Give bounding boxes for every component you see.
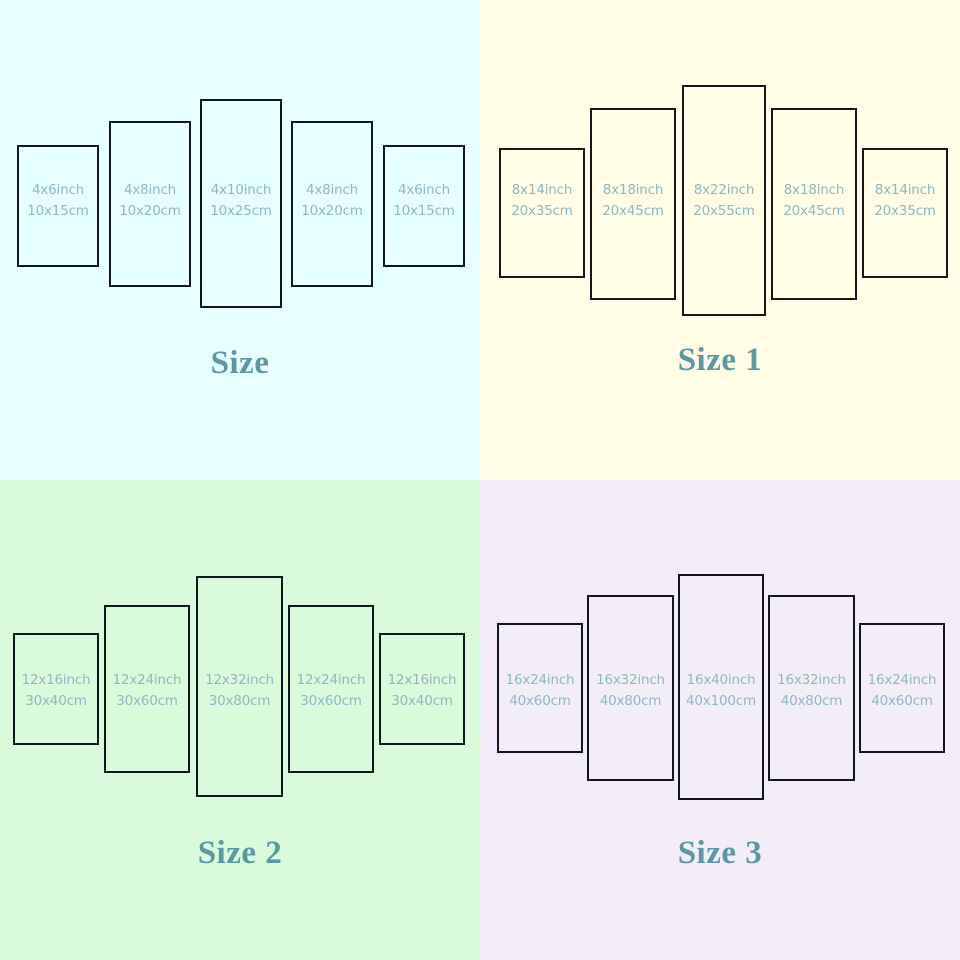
panel-label-cm: 30x40cm xyxy=(391,692,453,709)
panel-label-size-2-3: 12x32inch 30x80cm xyxy=(196,670,283,712)
quadrant-title-size: Size xyxy=(210,345,270,381)
panel-label-inch: 12x16inch xyxy=(387,672,457,688)
panel-label-inch: 4x8inch xyxy=(305,182,359,198)
panel-label-size-1-1: 8x14inch 20x35cm xyxy=(499,180,585,222)
panel-label-size-3-2: 16x32inch 40x80cm xyxy=(587,670,674,712)
panel-label-size-3-4: 16x32inch 40x80cm xyxy=(768,670,855,712)
panel-label-inch: 8x22inch xyxy=(693,182,755,198)
panel-size-5 xyxy=(383,145,465,267)
panel-size-2-2 xyxy=(104,605,190,773)
quadrant-title-size-1: Size 1 xyxy=(677,342,763,378)
panel-size-3-2 xyxy=(587,595,674,781)
panel-label-inch: 8x14inch xyxy=(874,182,936,198)
panel-size-3-1 xyxy=(497,623,583,753)
quadrant-title-size-3: Size 3 xyxy=(677,835,763,871)
panel-size-2-4 xyxy=(288,605,374,773)
panel-label-size-2: 4x8inch 10x20cm xyxy=(109,180,191,222)
panel-label-cm: 30x80cm xyxy=(208,692,271,709)
panel-label-cm: 20x35cm xyxy=(874,202,936,219)
panel-label-cm: 30x60cm xyxy=(116,692,178,709)
panel-size-3-5 xyxy=(859,623,945,753)
panel-label-inch: 16x24inch xyxy=(505,672,575,688)
panel-label-inch: 8x14inch xyxy=(511,182,573,198)
panel-size-4 xyxy=(291,121,373,287)
panel-label-size-4: 4x8inch 10x20cm xyxy=(291,180,373,222)
panel-size-3-3 xyxy=(678,574,764,800)
panel-label-cm: 30x40cm xyxy=(25,692,87,709)
panel-label-cm: 20x55cm xyxy=(693,202,755,219)
panel-label-cm: 10x25cm xyxy=(210,202,272,219)
panel-size-2 xyxy=(109,121,191,287)
panel-size-2-3 xyxy=(196,576,283,797)
panel-size-1-3 xyxy=(682,85,766,316)
panel-label-cm: 10x15cm xyxy=(27,202,89,219)
panel-label-size-1-2: 8x18inch 20x45cm xyxy=(590,180,676,222)
panel-label-size-2-1: 12x16inch 30x40cm xyxy=(13,670,99,712)
panel-label-cm: 20x45cm xyxy=(602,202,664,219)
panel-label-inch: 4x10inch xyxy=(210,182,272,198)
panel-label-inch: 16x32inch xyxy=(596,672,665,688)
panel-label-cm: 40x60cm xyxy=(509,692,571,709)
quadrant-title-size-2: Size 2 xyxy=(197,835,283,871)
panel-label-inch: 16x40inch xyxy=(686,672,756,688)
panel-size-1 xyxy=(17,145,99,267)
panel-label-inch: 12x16inch xyxy=(21,672,91,688)
quadrant-size-3: 16x24inch 40x60cm 16x32inch 40x80cm 16x40inc… xyxy=(480,480,960,960)
panel-label-inch: 12x24inch xyxy=(296,672,366,688)
panel-label-inch: 4x6inch xyxy=(31,182,85,198)
panel-label-size-1: 4x6inch 10x15cm xyxy=(17,180,99,222)
panel-label-inch: 12x32inch xyxy=(205,672,274,688)
panel-label-cm: 40x60cm xyxy=(871,692,933,709)
panel-size-2-1 xyxy=(13,633,99,745)
panel-size-1-4 xyxy=(771,108,857,300)
panel-label-cm: 20x45cm xyxy=(783,202,845,219)
panel-label-inch: 8x18inch xyxy=(783,182,845,198)
panel-label-size-2-4: 12x24inch 30x60cm xyxy=(288,670,374,712)
panel-label-size-5: 4x6inch 10x15cm xyxy=(383,180,465,222)
panel-size-1-2 xyxy=(590,108,676,300)
panel-label-cm: 40x80cm xyxy=(599,692,662,709)
panel-label-inch: 16x32inch xyxy=(777,672,846,688)
panel-label-inch: 8x18inch xyxy=(602,182,664,198)
panel-label-size-1-4: 8x18inch 20x45cm xyxy=(771,180,857,222)
panel-label-size-3-5: 16x24inch 40x60cm xyxy=(859,670,945,712)
panel-label-cm: 10x15cm xyxy=(393,202,455,219)
panel-label-size-1-5: 8x14inch 20x35cm xyxy=(862,180,948,222)
panel-label-inch: 16x24inch xyxy=(867,672,937,688)
panel-label-cm: 20x35cm xyxy=(511,202,573,219)
panel-label-inch: 4x8inch xyxy=(123,182,177,198)
quadrant-size: 4x6inch 10x15cm 4x8inch 10x20cm 4x10inch 10x2… xyxy=(0,0,480,480)
panel-label-cm: 30x60cm xyxy=(300,692,362,709)
panel-label-inch: 4x6inch xyxy=(397,182,451,198)
panel-size-1-5 xyxy=(862,148,948,278)
quadrant-size-1: 8x14inch 20x35cm 8x18inch 20x45cm 8x22inch 20… xyxy=(480,0,960,480)
panel-size-1-1 xyxy=(499,148,585,278)
panel-label-cm: 40x80cm xyxy=(780,692,843,709)
panel-label-cm: 10x20cm xyxy=(301,202,363,219)
panel-label-size-2-2: 12x24inch 30x60cm xyxy=(104,670,190,712)
panel-label-cm: 40x100cm xyxy=(686,692,756,709)
panel-label-inch: 12x24inch xyxy=(112,672,182,688)
panel-label-size-3: 4x10inch 10x25cm xyxy=(200,180,282,222)
panel-size-2-5 xyxy=(379,633,465,745)
panel-size-3-4 xyxy=(768,595,855,781)
panel-size-3 xyxy=(200,99,282,308)
panel-label-cm: 10x20cm xyxy=(119,202,181,219)
panel-label-size-2-5: 12x16inch 30x40cm xyxy=(379,670,465,712)
panel-label-size-1-3: 8x22inch 20x55cm xyxy=(682,180,766,222)
panel-label-size-3-3: 16x40inch 40x100cm xyxy=(678,670,764,712)
panel-label-size-3-1: 16x24inch 40x60cm xyxy=(497,670,583,712)
quadrant-size-2: 12x16inch 30x40cm 12x24inch 30x60cm 12x32inc… xyxy=(0,480,480,960)
